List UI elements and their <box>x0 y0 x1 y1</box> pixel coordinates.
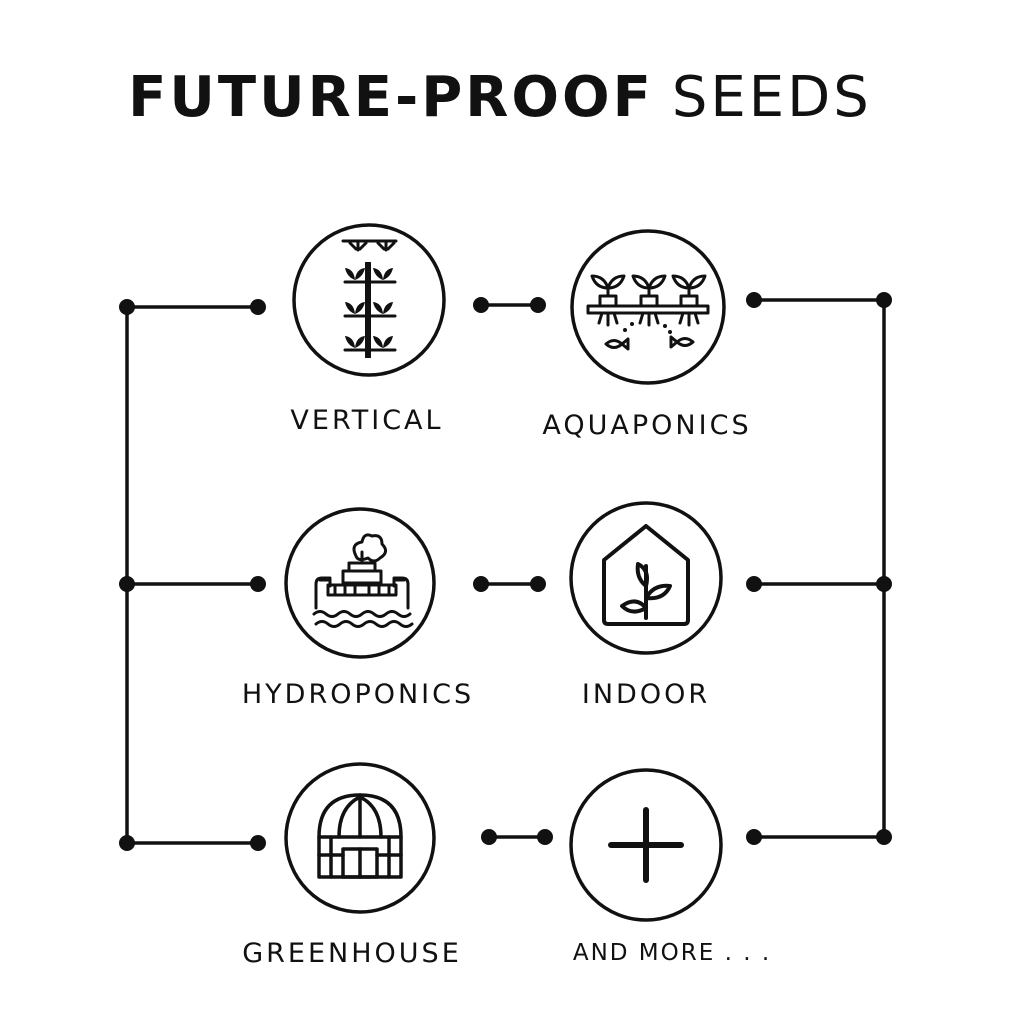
and-more-node-circle <box>569 768 723 922</box>
vertical-node-circle <box>292 223 446 377</box>
indoor-plant-icon <box>602 524 690 626</box>
middle-connector-row-2 <box>473 576 546 592</box>
node-label-vertical: VERTICAL <box>290 405 444 436</box>
title-part-2: SEEDS <box>671 65 872 130</box>
node-label-hydroponics: HYDROPONICS <box>241 679 475 710</box>
node-label-aquaponics: AQUAPONICS <box>542 410 752 441</box>
aquaponics-node-circle <box>570 229 726 385</box>
title-part-1: FUTURE-PROOF <box>128 65 654 130</box>
node-label-and-more: AND MORE . . . <box>572 940 772 966</box>
greenhouse-node-circle <box>284 762 436 914</box>
greenhouse-icon <box>317 793 403 879</box>
middle-connector-row-1 <box>473 297 546 313</box>
vertical-farm-icon <box>341 239 398 358</box>
middle-connector-row-3 <box>481 829 553 845</box>
node-label-indoor: INDOOR <box>581 679 711 710</box>
node-label-greenhouse: GREENHOUSE <box>242 938 462 969</box>
left-bracket-connector <box>119 299 266 851</box>
hydroponics-node-circle <box>284 507 436 659</box>
indoor-node-circle <box>569 501 723 655</box>
plus-icon <box>608 807 684 883</box>
aquaponics-icon <box>586 274 710 351</box>
hydroponics-icon <box>312 533 414 628</box>
right-bracket-connector <box>746 292 892 845</box>
